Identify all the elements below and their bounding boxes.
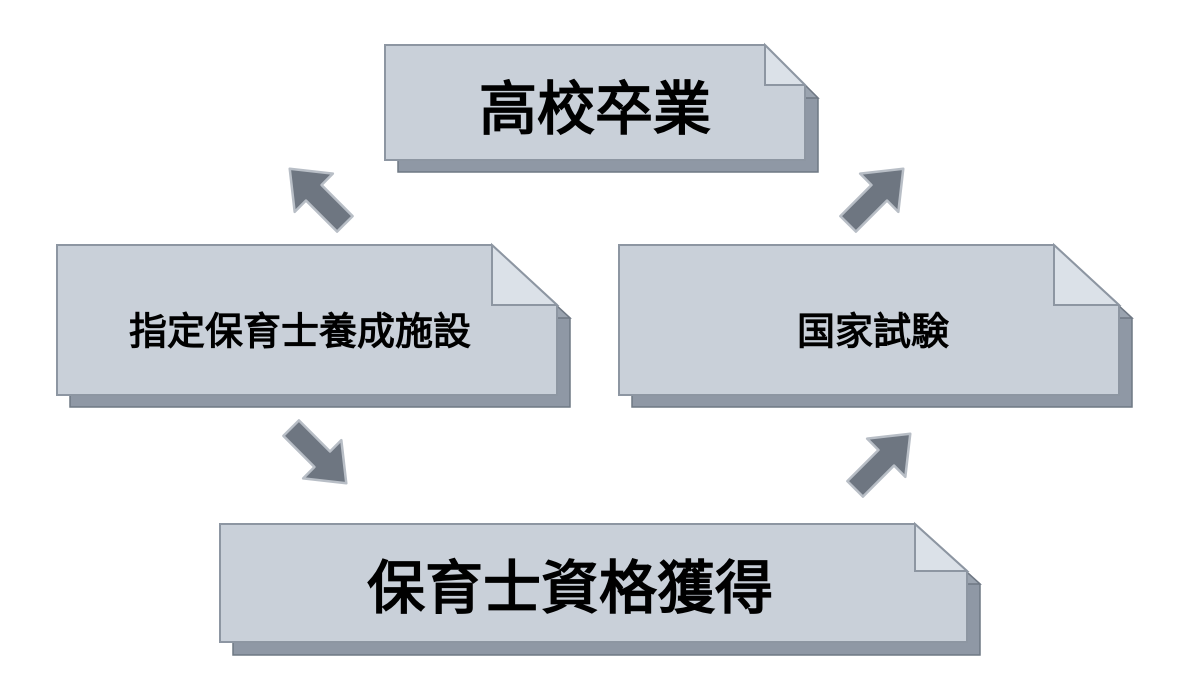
node-nursery-teacher-qualification: 保育士資格獲得 — [219, 521, 982, 656]
arrow-left-to-bottom — [282, 419, 348, 485]
node-card — [56, 242, 560, 396]
node-label: 保育士資格獲得 — [367, 554, 773, 622]
node-card — [219, 521, 970, 643]
node-high-school-graduation: 高校卒業 — [384, 42, 820, 173]
node-label: 指定保育士養成施設 — [129, 310, 471, 354]
node-label: 国家試験 — [797, 310, 950, 354]
node-card — [384, 42, 808, 161]
node-card — [618, 242, 1122, 396]
arrow-top-to-left — [288, 167, 354, 233]
node-designated-nursery-school: 指定保育士養成施設 — [56, 242, 572, 408]
node-label: 高校卒業 — [479, 75, 711, 143]
arrow-right-to-bottom — [846, 432, 912, 498]
arrow-top-to-right — [839, 167, 905, 233]
node-national-exam: 国家試験 — [618, 242, 1134, 408]
